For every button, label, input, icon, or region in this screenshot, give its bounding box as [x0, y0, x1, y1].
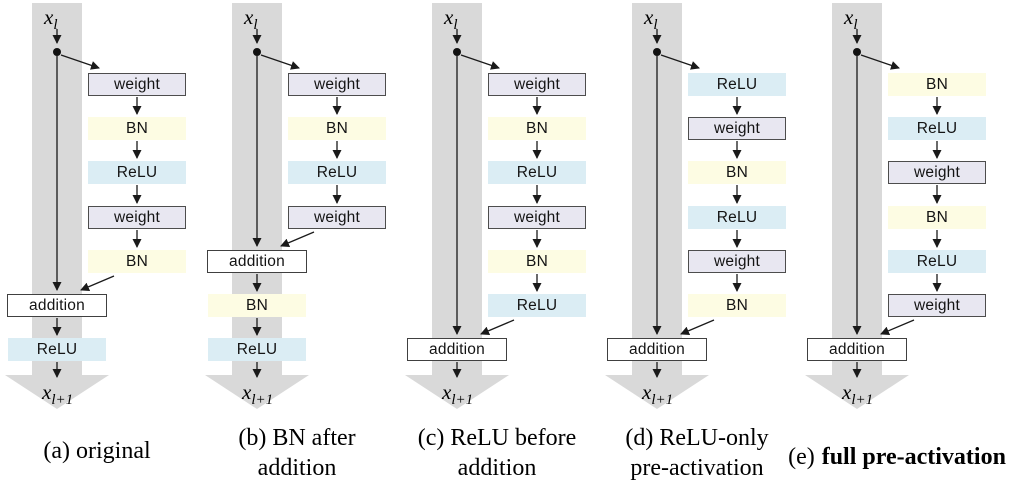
panel-caption: (b) BN after addition — [238, 425, 356, 481]
branch-point-dot — [853, 48, 861, 56]
arrow-residual-to-addition — [80, 275, 115, 292]
arrow-branch — [60, 54, 100, 70]
bn-box: BN — [488, 117, 586, 140]
output-label-xl1: xl+1 — [442, 380, 474, 409]
weight-box: weight — [888, 161, 986, 184]
arrow-residual-to-addition — [880, 319, 915, 336]
arrow-residual-to-addition — [480, 319, 515, 336]
bn-box: BN — [688, 294, 786, 317]
input-label-xl: xl — [844, 5, 858, 34]
panel-a-original: xl weight BN ReLU weight BN addition ReL… — [0, 0, 200, 482]
addition-box: addition — [807, 338, 907, 361]
branch-point-dot — [253, 48, 261, 56]
panel-e-diagram — [805, 3, 942, 409]
bn-box: BN — [688, 161, 786, 184]
arrow-residual-to-addition — [680, 319, 715, 336]
relu-box: ReLU — [888, 117, 986, 140]
bn-box: BN — [288, 117, 386, 140]
relu-box: ReLU — [488, 161, 586, 184]
relu-box: ReLU — [8, 338, 106, 361]
weight-box: weight — [288, 73, 386, 96]
panel-c-diagram — [405, 3, 542, 409]
weight-box: weight — [688, 250, 786, 273]
relu-box: ReLU — [688, 73, 786, 96]
arrow-residual-to-addition — [280, 231, 315, 248]
panel-b-diagram — [205, 3, 342, 409]
weight-box: weight — [488, 73, 586, 96]
panel-caption: (d) ReLU-only pre-activation — [625, 425, 769, 481]
input-label-xl: xl — [244, 5, 258, 34]
relu-box: ReLU — [488, 294, 586, 317]
relu-box: ReLU — [688, 206, 786, 229]
relu-box: ReLU — [888, 250, 986, 273]
branch-point-dot — [453, 48, 461, 56]
relu-box: ReLU — [88, 161, 186, 184]
weight-box: weight — [88, 206, 186, 229]
panel-d-relu-only-preactivation: xl ReLU weight BN ReLU weight BN additio… — [600, 0, 800, 482]
panel-caption: (a) original — [43, 438, 151, 464]
addition-box: addition — [207, 250, 307, 273]
arrow-branch — [660, 54, 700, 70]
bn-box: BN — [888, 73, 986, 96]
weight-box: weight — [288, 206, 386, 229]
weight-box: weight — [88, 73, 186, 96]
output-label-xl1: xl+1 — [642, 380, 674, 409]
bn-box: BN — [88, 117, 186, 140]
relu-box: ReLU — [288, 161, 386, 184]
weight-box: weight — [888, 294, 986, 317]
bn-box: BN — [208, 294, 306, 317]
output-label-xl1: xl+1 — [42, 380, 74, 409]
bn-box: BN — [88, 250, 186, 273]
addition-box: addition — [407, 338, 507, 361]
output-label-xl1: xl+1 — [842, 380, 874, 409]
panel-caption: (c) ReLU before addition — [417, 425, 577, 481]
arrow-branch — [260, 54, 300, 70]
panel-b-bn-after-addition: xl weight BN ReLU weight addition BN ReL… — [200, 0, 400, 482]
bn-box: BN — [488, 250, 586, 273]
branch-point-dot — [653, 48, 661, 56]
arrow-branch — [860, 54, 900, 70]
bn-box: BN — [888, 206, 986, 229]
input-label-xl: xl — [444, 5, 458, 34]
output-label-xl1: xl+1 — [242, 380, 274, 409]
addition-box: addition — [7, 294, 107, 317]
panel-c-relu-before-addition: xl weight BN ReLU weight BN ReLU additio… — [400, 0, 600, 482]
addition-box: addition — [607, 338, 707, 361]
panel-caption: (e)full pre-activation — [788, 444, 1006, 470]
weight-box: weight — [688, 117, 786, 140]
weight-box: weight — [488, 206, 586, 229]
input-label-xl: xl — [644, 5, 658, 34]
arrow-branch — [460, 54, 500, 70]
panel-a-diagram — [5, 3, 142, 409]
input-label-xl: xl — [44, 5, 58, 34]
panel-e-full-preactivation: xl BN ReLU weight BN ReLU weight additio… — [788, 0, 1006, 482]
panel-d-diagram — [605, 3, 742, 409]
branch-point-dot — [53, 48, 61, 56]
relu-box: ReLU — [208, 338, 306, 361]
